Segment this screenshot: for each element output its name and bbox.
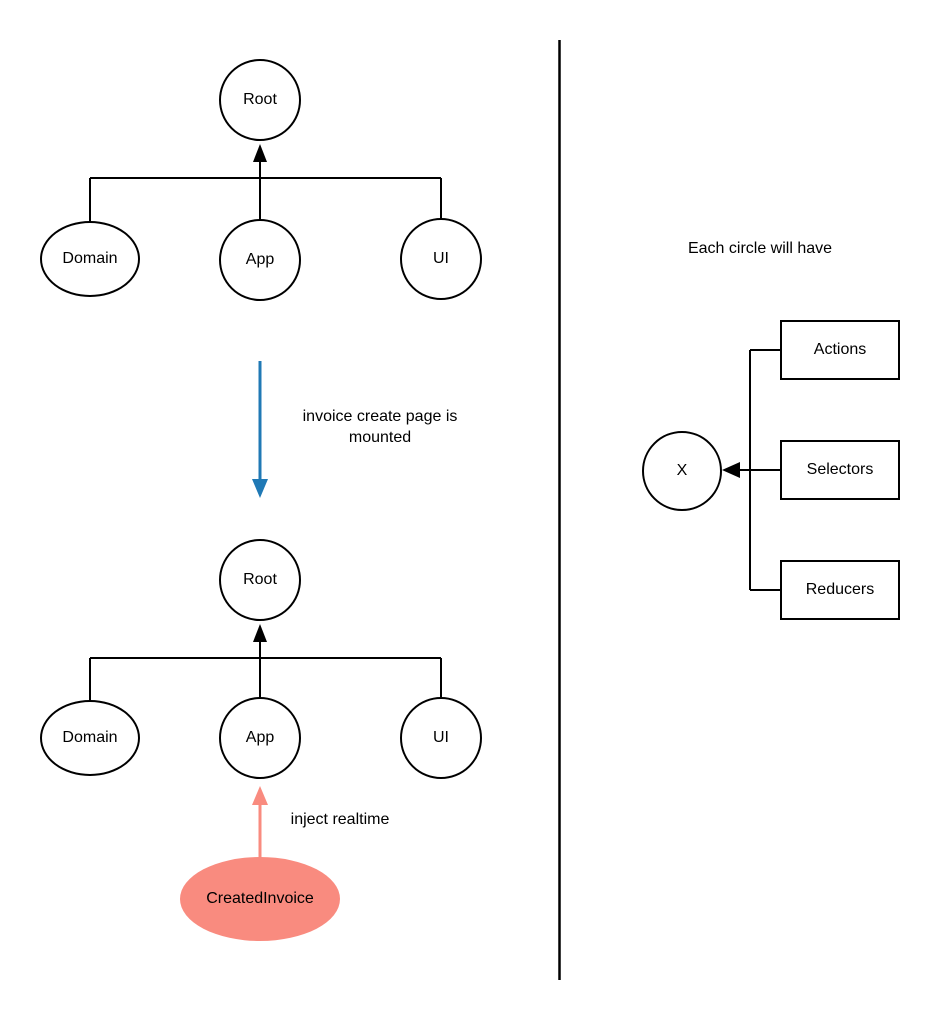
x-circle-node: X (642, 431, 722, 511)
top-ui-node: UI (400, 218, 482, 300)
bottom-tree-arrowhead-up-icon (253, 624, 267, 642)
top-domain-node: Domain (40, 221, 140, 297)
reducers-label: Reducers (805, 581, 875, 599)
transition-label: invoice create page is mounted (302, 408, 458, 446)
bottom-app-label: App (245, 729, 275, 747)
created-invoice-label: CreatedInvoice (206, 890, 314, 908)
reducers-box: Reducers (780, 560, 900, 620)
actions-label: Actions (813, 341, 867, 359)
bottom-app-node: App (219, 697, 301, 779)
right-arrowhead-left-icon (722, 462, 740, 478)
right-panel-title: Each circle will have (687, 240, 833, 257)
selectors-box: Selectors (780, 440, 900, 500)
inject-label: inject realtime (290, 811, 390, 828)
bottom-domain-node: Domain (40, 700, 140, 776)
bottom-domain-label: Domain (62, 729, 118, 747)
bottom-ui-label: UI (433, 729, 449, 747)
selectors-label: Selectors (806, 461, 874, 479)
bottom-ui-node: UI (400, 697, 482, 779)
top-root-node: Root (219, 59, 301, 141)
bottom-root-label: Root (243, 571, 277, 589)
top-domain-label: Domain (62, 250, 118, 268)
actions-box: Actions (780, 320, 900, 380)
top-app-label: App (245, 251, 275, 269)
x-circle-label: X (676, 462, 688, 480)
inject-arrowhead-up-icon (252, 786, 268, 805)
top-ui-label: UI (433, 250, 449, 268)
created-invoice-node: CreatedInvoice (180, 857, 340, 941)
top-tree-arrowhead-up-icon (253, 144, 267, 162)
top-app-node: App (219, 219, 301, 301)
transition-arrowhead-down-icon (252, 479, 268, 498)
bottom-root-node: Root (219, 539, 301, 621)
top-root-label: Root (243, 91, 277, 109)
